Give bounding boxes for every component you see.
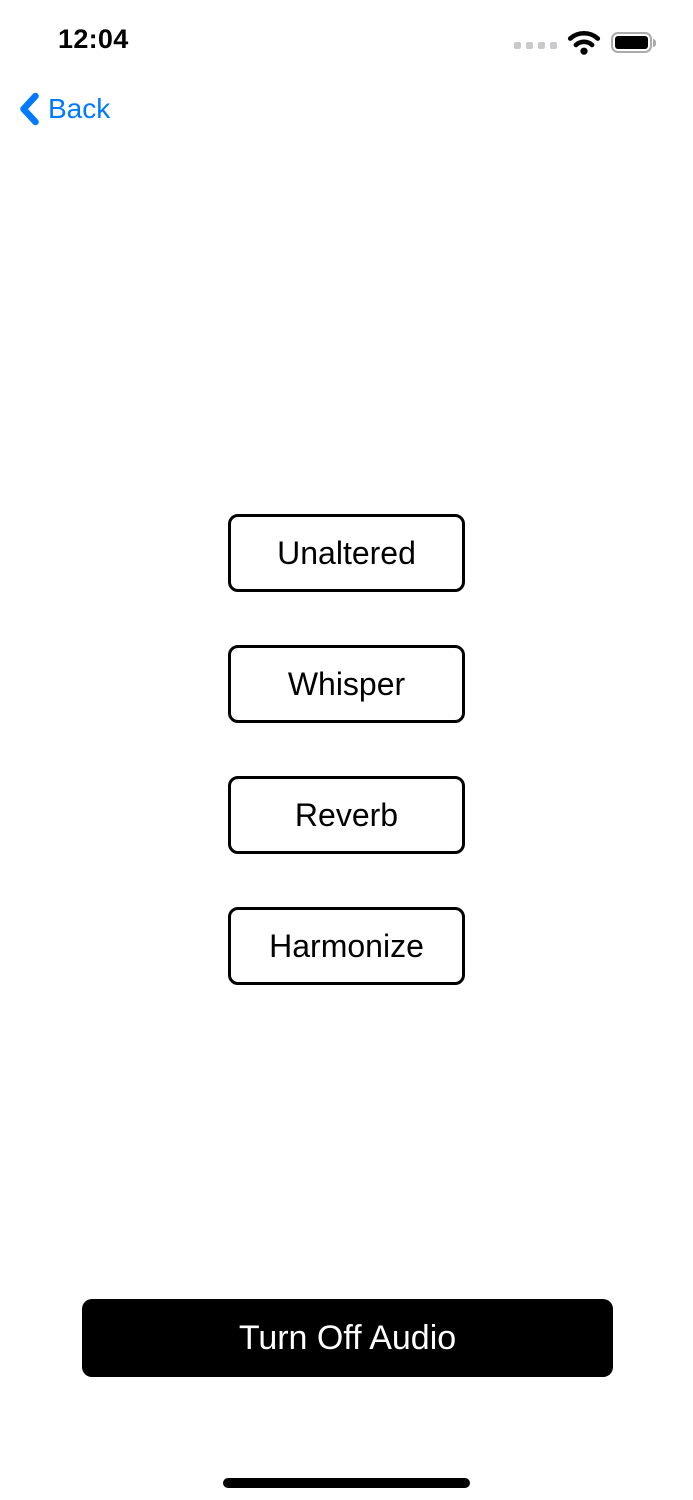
effect-button-harmonize[interactable]: Harmonize: [228, 907, 465, 985]
home-indicator[interactable]: [223, 1478, 470, 1488]
chevron-left-icon: [19, 92, 39, 126]
cellular-signal-dots-icon: [514, 42, 557, 49]
status-bar-time: 12:04: [58, 24, 129, 54]
effect-button-whisper[interactable]: Whisper: [228, 645, 465, 723]
back-button-label: Back: [48, 93, 111, 124]
status-bar-icons: [514, 30, 656, 55]
effect-button-reverb[interactable]: Reverb: [228, 776, 465, 854]
wifi-icon: [567, 30, 601, 55]
effect-button-unaltered[interactable]: Unaltered: [228, 514, 465, 592]
turn-off-audio-button[interactable]: Turn Off Audio: [82, 1299, 613, 1377]
battery-full-icon: [611, 32, 656, 53]
back-button[interactable]: Back: [19, 92, 110, 126]
status-bar: 12:04: [0, 0, 693, 70]
